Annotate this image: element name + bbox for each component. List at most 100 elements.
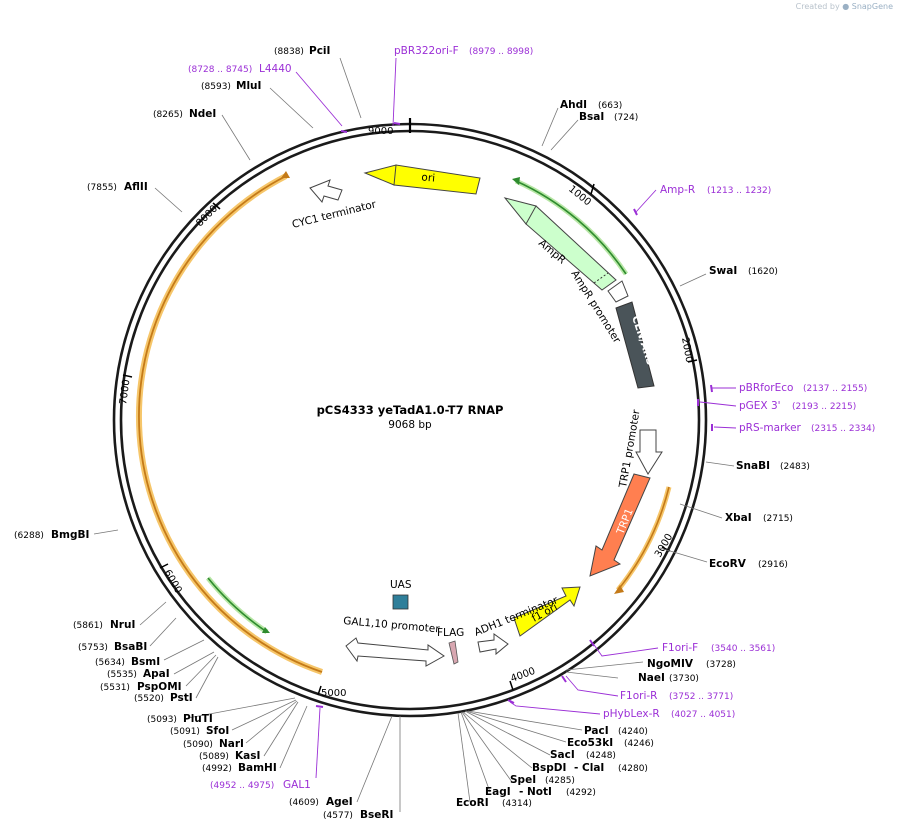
site-bsai[interactable]: BsaI (724) bbox=[579, 111, 638, 123]
site-saci[interactable]: SacI (4248) bbox=[550, 749, 616, 761]
site-ngomiv[interactable]: NgoMIV (3728) bbox=[647, 658, 736, 670]
site-nari[interactable]: (5090) NarI bbox=[183, 738, 244, 750]
credit-brand-name: SnapGene bbox=[851, 2, 893, 11]
site-bsmi[interactable]: (5634) BsmI bbox=[95, 656, 160, 668]
primer-phyblex-r[interactable]: pHybLex-R (4027 .. 4051) bbox=[603, 708, 735, 720]
site-bamhi[interactable]: (4992) BamHI bbox=[202, 762, 277, 774]
mark-l4440 bbox=[340, 130, 348, 133]
site-eagi-noti[interactable]: EagI - NotI (4292) bbox=[485, 786, 596, 798]
leader-snabi bbox=[705, 461, 735, 467]
feature-cyc1-terminator[interactable]: CYC1 terminator bbox=[291, 179, 378, 231]
tick-8000 bbox=[212, 202, 221, 210]
site-bseri[interactable]: (4577) BseRI bbox=[323, 809, 393, 821]
primer-amp-r[interactable]: Amp-R (1213 .. 1232) bbox=[660, 184, 771, 196]
site-agei-pos: (4609) bbox=[289, 798, 319, 808]
plasmid-name: pCS4333 yeTadA1.0-T7 RNAP bbox=[317, 403, 504, 417]
site-nrui-pos: (5861) bbox=[73, 621, 103, 631]
site-ndei-pos: (8265) bbox=[153, 110, 183, 120]
primer-f1ori-f[interactable]: F1ori-F (3540 .. 3561) bbox=[662, 642, 775, 654]
site-kasi-pos: (5089) bbox=[199, 752, 229, 762]
tick-label-6000: 6000 bbox=[161, 568, 183, 596]
leader-amp-r bbox=[635, 189, 657, 213]
site-bspdi-clai[interactable]: BspDI - ClaI (4280) bbox=[532, 762, 648, 774]
leader-aflii bbox=[154, 187, 183, 213]
snapgene-credit: Created by ● SnapGene bbox=[796, 2, 893, 11]
site-bmgbi[interactable]: (6288) BmgBI bbox=[14, 529, 89, 541]
site-snabi[interactable]: SnaBI (2483) bbox=[736, 460, 810, 472]
flag-shape bbox=[448, 640, 459, 665]
site-naei[interactable]: NaeI (3730) bbox=[638, 672, 699, 684]
site-eco53ki[interactable]: Eco53kI (4246) bbox=[567, 737, 654, 749]
leader-f1ori-r bbox=[565, 675, 619, 697]
site-apai[interactable]: (5535) ApaI bbox=[107, 668, 170, 680]
primer-leaders bbox=[295, 57, 737, 779]
site-kasi[interactable]: (5089) KasI bbox=[199, 750, 260, 762]
site-ecorv[interactable]: EcoRV (2916) bbox=[709, 558, 788, 570]
feature-flag[interactable]: FLAG bbox=[437, 627, 464, 665]
primer-prs-marker[interactable]: pRS-marker (2315 .. 2334) bbox=[739, 422, 875, 434]
tick-7000 bbox=[122, 374, 133, 378]
site-snabi-pos: (2483) bbox=[780, 462, 810, 472]
primer-pbr322ori-f[interactable]: pBR322ori-F (8979 .. 8998) bbox=[394, 45, 533, 57]
mark-f1ori-f bbox=[589, 639, 595, 647]
leader-bsabi bbox=[149, 617, 177, 647]
primer-pgex3[interactable]: pGEX 3' (2193 .. 2215) bbox=[739, 400, 856, 412]
site-mlui[interactable]: (8593) MluI bbox=[201, 80, 261, 92]
site-nrui[interactable]: (5861) NruI bbox=[73, 619, 135, 631]
primer-phyblex-r-name: pHybLex-R bbox=[603, 708, 660, 720]
site-ahdi[interactable]: AhdI (663) bbox=[560, 99, 622, 111]
plasmid-length: 9068 bp bbox=[388, 419, 432, 431]
leader-ecori bbox=[457, 712, 471, 803]
site-spei[interactable]: SpeI (4285) bbox=[510, 774, 575, 786]
site-bsabi[interactable]: (5753) BsaBI bbox=[78, 641, 147, 653]
site-ndei[interactable]: (8265) NdeI bbox=[153, 108, 216, 120]
leader-bsmi bbox=[163, 639, 205, 661]
primer-pbrforeco-name: pBRforEco bbox=[739, 382, 793, 394]
site-paci[interactable]: PacI (4240) bbox=[584, 725, 648, 737]
primer-gal1[interactable]: (4952 .. 4975) GAL1 bbox=[210, 779, 311, 791]
trp1-label: TRP1 bbox=[614, 507, 636, 537]
site-ngomiv-name: NgoMIV bbox=[647, 658, 694, 670]
feature-cen-ars[interactable]: CEN/ARS bbox=[615, 301, 656, 389]
orange-arc-3000-arrowhead bbox=[614, 585, 624, 594]
primer-f1ori-r[interactable]: F1ori-R (3752 .. 3771) bbox=[620, 690, 733, 702]
site-pcii[interactable]: (8838) PciI bbox=[274, 45, 330, 57]
tick-4000 bbox=[509, 680, 514, 691]
site-sfoi[interactable]: (5091) SfoI bbox=[170, 725, 229, 737]
primer-pbrforeco[interactable]: pBRforEco (2137 .. 2155) bbox=[739, 382, 867, 394]
site-xbai[interactable]: XbaI (2715) bbox=[725, 512, 793, 524]
site-spei-pos: (4285) bbox=[545, 776, 575, 786]
feature-ori[interactable]: ori bbox=[363, 164, 481, 195]
site-leaders bbox=[93, 57, 735, 812]
site-pluti-name: PluTI bbox=[183, 713, 213, 725]
site-ecori[interactable]: EcoRI (4314) bbox=[456, 797, 532, 809]
mark-gal1 bbox=[315, 705, 324, 708]
site-ahdi-pos: (663) bbox=[598, 101, 622, 111]
primer-pbr322ori-f-name: pBR322ori-F bbox=[394, 45, 459, 57]
site-bsai-pos: (724) bbox=[614, 113, 638, 123]
site-bsmi-pos: (5634) bbox=[95, 658, 125, 668]
primer-l4440[interactable]: (8728 .. 8745) L4440 bbox=[188, 63, 292, 75]
site-eco53ki-name: Eco53kI bbox=[567, 737, 613, 749]
site-naei-pos: (3730) bbox=[669, 674, 699, 684]
site-agei[interactable]: (4609) AgeI bbox=[289, 796, 353, 808]
credit-prefix: Created by bbox=[795, 2, 840, 11]
primer-f1ori-f-range: (3540 .. 3561) bbox=[711, 644, 775, 654]
site-aflii[interactable]: (7855) AflII bbox=[87, 181, 148, 193]
primer-pbr322ori-f-range: (8979 .. 8998) bbox=[469, 47, 533, 57]
tick-2000 bbox=[687, 359, 698, 363]
site-pluti[interactable]: (5093) PluTI bbox=[147, 713, 213, 725]
site-psti[interactable]: (5520) PstI bbox=[134, 692, 193, 704]
site-swai[interactable]: SwaI (1620) bbox=[709, 265, 778, 277]
primer-gal1-range: (4952 .. 4975) bbox=[210, 781, 274, 791]
primer-l4440-range: (8728 .. 8745) bbox=[188, 65, 252, 75]
leader-ngomiv bbox=[565, 661, 644, 671]
feature-gal110-promoter[interactable]: GAL1,10 promoter bbox=[343, 615, 445, 667]
mark-pbr322ori-f bbox=[393, 122, 401, 125]
leader-bamhi bbox=[279, 705, 308, 769]
feature-uas[interactable]: UAS bbox=[390, 579, 412, 610]
ori-label: ori bbox=[421, 171, 436, 184]
site-pspomi[interactable]: (5531) PspOMI bbox=[100, 681, 182, 693]
site-bmgbi-pos: (6288) bbox=[14, 531, 44, 541]
